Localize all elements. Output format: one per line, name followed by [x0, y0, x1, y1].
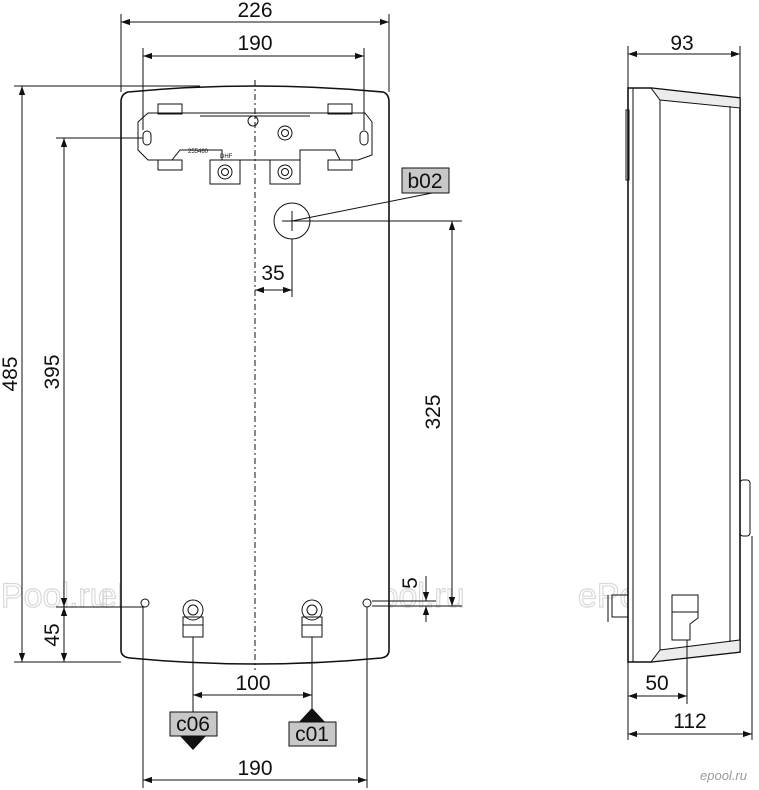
- side-knob: [739, 479, 751, 537]
- tag-c01: c01: [295, 723, 329, 746]
- dim-offset-35: 35: [261, 262, 284, 285]
- dim-height-485: 485: [0, 356, 22, 391]
- dim-gap-5: 5: [399, 577, 422, 589]
- inlet-arrow-icon: [299, 708, 325, 722]
- site-logo: epool.ru: [700, 768, 747, 783]
- dim-depth-total: 112: [673, 710, 706, 733]
- front-dimensions: 226 190 b02 35 485 395 45 325: [0, 0, 462, 788]
- bracket-mark: DHF: [220, 154, 233, 160]
- side-view: [607, 87, 751, 663]
- tag-c01-box: [288, 721, 337, 747]
- side-pipes: [607, 594, 699, 641]
- pipe-connection-right: [301, 599, 323, 638]
- tag-c06: c06: [176, 713, 210, 736]
- dim-pipe-depth: 50: [645, 672, 668, 695]
- dim-height-395: 395: [41, 354, 64, 389]
- dim-bottom-width: 190: [237, 757, 272, 780]
- dim-depth-top: 93: [670, 32, 693, 55]
- tag-b02: b02: [407, 170, 442, 193]
- tag-b02-box: [401, 167, 450, 194]
- part-label: 255460: [188, 149, 209, 155]
- dim-bottom-45: 45: [41, 623, 64, 646]
- side-outline: [627, 87, 741, 663]
- dim-bracket-width: 190: [237, 32, 272, 55]
- dim-pipe-spacing: 100: [235, 672, 270, 695]
- mounting-bracket: 255460 DHF: [137, 103, 373, 185]
- dim-overall-width: 226: [237, 0, 272, 22]
- dim-height-325: 325: [422, 394, 445, 429]
- side-dimensions: 93 50 112: [627, 32, 753, 740]
- outlet-arrow-icon: [180, 736, 206, 750]
- watermark-1: ePool.ru: [0, 577, 109, 615]
- front-view: 255460 DHF: [120, 80, 390, 670]
